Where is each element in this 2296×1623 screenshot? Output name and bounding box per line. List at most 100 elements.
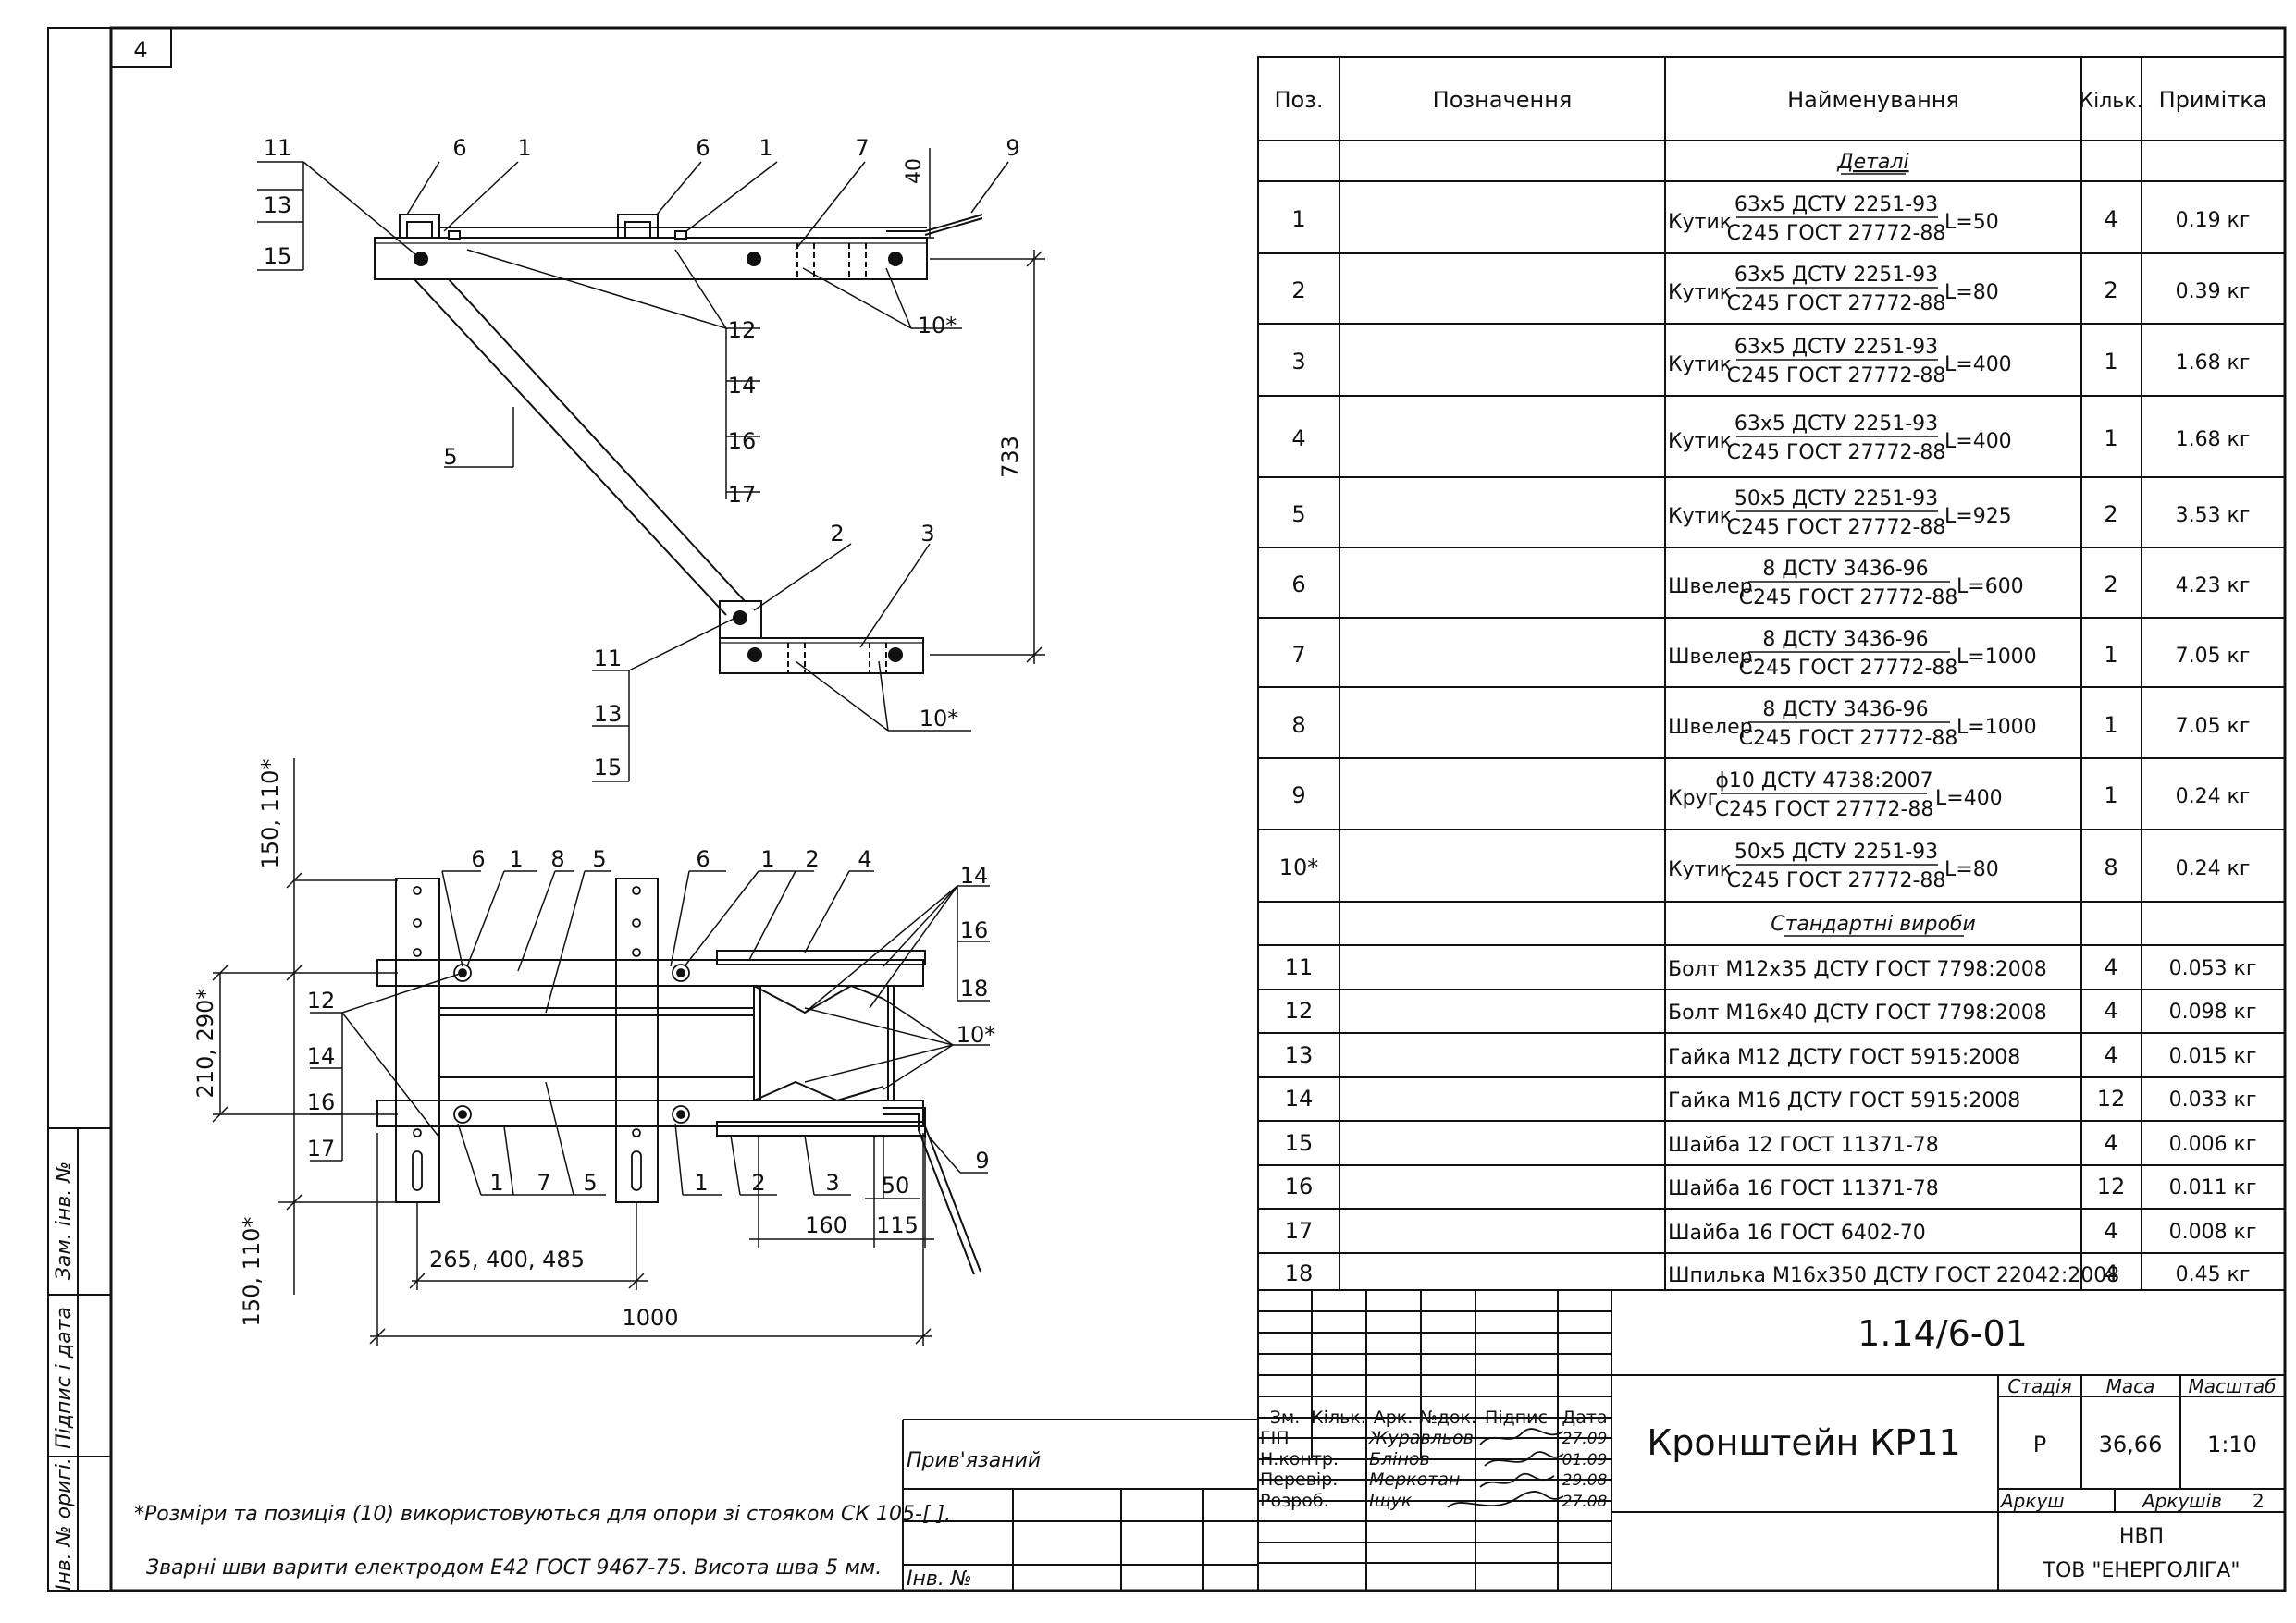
callout: 5	[443, 444, 457, 470]
row-den: С245 ГОСТ 27772-88	[1727, 292, 1946, 315]
role-label: ГІП	[1260, 1428, 1289, 1448]
row-qty: 1	[2104, 642, 2117, 668]
spec-row: 7 Швелер 8 ДСТУ 3436-96 С245 ГОСТ 27772-…	[1291, 628, 2250, 680]
row-prefix: Кутик	[1668, 281, 1732, 304]
callout: 2	[830, 521, 844, 547]
row-mass: 7.05 кг	[2176, 715, 2251, 738]
callout: 5	[592, 846, 606, 872]
tb-mass: 36,66	[2099, 1432, 2163, 1457]
section-details: Деталі	[1836, 151, 1908, 174]
row-den: С245 ГОСТ 27772-88	[1715, 798, 1934, 821]
row-pos: 3	[1291, 349, 1305, 375]
row-mass: 0.053 кг	[2169, 957, 2257, 980]
section-standard: Стандартні вироби	[1771, 913, 1976, 936]
page-number-box	[110, 27, 172, 68]
row-prefix: Кутик	[1668, 858, 1732, 881]
row-name: Болт М12х35 ДСТУ ГОСТ 7798:2008	[1668, 958, 2047, 981]
spec-row: 17 Шайба 16 ГОСТ 6402-70 4 0.008 кг	[1285, 1218, 2257, 1245]
callout: 7	[537, 1170, 550, 1196]
row-pos: 11	[1285, 954, 1314, 980]
tb-role-row: Перевір. Меркотан 29.08	[1260, 1469, 1608, 1490]
row-name: Шпилька М16х350 ДСТУ ГОСТ 22042:2008	[1668, 1264, 2119, 1287]
callout: 13	[594, 701, 623, 727]
row-mass: 0.006 кг	[2169, 1133, 2257, 1156]
callout: 10*	[957, 1022, 996, 1048]
row-pos: 6	[1291, 572, 1305, 597]
row-mass: 0.24 кг	[2176, 785, 2251, 808]
row-length: L=80	[1944, 858, 1999, 881]
tb-org-line1: НВП	[2119, 1525, 2164, 1548]
binding-attached: Прив'язаний	[907, 1449, 1041, 1472]
dim-115: 115	[876, 1212, 919, 1238]
callout: 2	[751, 1170, 765, 1196]
row-pos: 9	[1291, 782, 1305, 808]
spec-row: 4 Кутик 63х5 ДСТУ 2251-93 С245 ГОСТ 2777…	[1291, 412, 2250, 464]
tb-col-change: Зм.	[1270, 1408, 1301, 1428]
callout: 3	[920, 521, 934, 547]
spec-row: 16 Шайба 16 ГОСТ 11371-78 12 0.011 кг	[1285, 1174, 2257, 1200]
callout: 16	[307, 1089, 336, 1115]
row-den: С245 ГОСТ 27772-88	[1727, 364, 1946, 387]
tb-sheets-count: 2	[2253, 1490, 2265, 1512]
callout: 15	[594, 755, 623, 781]
role-date: 27.08	[1562, 1493, 1608, 1511]
callout: 1	[759, 135, 772, 161]
dim-inner-h: 265, 400, 485	[429, 1247, 585, 1273]
row-pos: 8	[1291, 712, 1305, 738]
tb-stage-label: Стадія	[2007, 1375, 2071, 1397]
binding-inv-no: Інв. №	[907, 1568, 972, 1591]
row-num: 50х5 ДСТУ 2251-93	[1734, 487, 1938, 510]
row-qty: 8	[2104, 855, 2117, 880]
row-mass: 0.19 кг	[2176, 209, 2251, 232]
row-den: С245 ГОСТ 27772-88	[1727, 869, 1946, 892]
role-name: Іщук	[1369, 1491, 1413, 1511]
tb-col-sheet: Арк.	[1374, 1408, 1413, 1428]
callout: 17	[307, 1136, 336, 1162]
dim-50: 50	[882, 1173, 910, 1199]
row-prefix: Круг	[1668, 787, 1718, 810]
callout: 1	[760, 846, 774, 872]
tb-sheet-label: Аркуш	[1999, 1490, 2065, 1512]
spec-row: 10* Кутик 50х5 ДСТУ 2251-93 С245 ГОСТ 27…	[1279, 841, 2251, 892]
role-label: Розроб.	[1260, 1491, 1329, 1511]
callout: 9	[1006, 135, 1019, 161]
row-prefix: Швелер	[1668, 646, 1753, 669]
row-mass: 1.68 кг	[2176, 428, 2251, 451]
row-length: L=925	[1944, 505, 2012, 528]
row-mass: 0.033 кг	[2169, 1088, 2257, 1112]
callout: 1	[517, 135, 531, 161]
spec-row: 9 Круг ϕ10 ДСТУ 4738:2007 С245 ГОСТ 2777…	[1291, 769, 2250, 821]
row-den: С245 ГОСТ 27772-88	[1739, 727, 1958, 750]
margin-replace-inv: Зам. інв. №	[53, 1162, 76, 1281]
dim-mid-v: 210, 290*	[192, 989, 218, 1099]
row-mass: 0.24 кг	[2176, 857, 2251, 880]
callout: 14	[307, 1043, 336, 1069]
note-1: *Розміри та позиція (10) використовуютьс…	[134, 1503, 951, 1526]
callout: 6	[452, 135, 466, 161]
spec-row: 6 Швелер 8 ДСТУ 3436-96 С245 ГОСТ 27772-…	[1291, 558, 2250, 609]
page-number: 4	[133, 37, 147, 63]
row-qty: 4	[2104, 206, 2117, 232]
row-den: С245 ГОСТ 27772-88	[1739, 586, 1958, 609]
spec-table-grid	[1257, 56, 2286, 1291]
row-length: L=50	[1944, 211, 1999, 234]
col-header-designation: Позначення	[1433, 87, 1573, 113]
role-name: Меркотан	[1369, 1469, 1460, 1490]
row-pos: 14	[1285, 1086, 1314, 1112]
row-qty: 4	[2104, 954, 2117, 980]
role-label: Перевір.	[1260, 1469, 1338, 1490]
tb-col-date: Дата	[1562, 1408, 1607, 1428]
row-length: L=400	[1944, 430, 2012, 453]
callout: 16	[728, 428, 757, 454]
callout: 2	[805, 846, 819, 872]
side-view	[374, 214, 983, 674]
row-pos: 7	[1291, 642, 1305, 668]
callout: 7	[855, 135, 869, 161]
row-pos: 5	[1291, 501, 1305, 527]
signature-scribbles	[1447, 1428, 1564, 1508]
row-qty: 1	[2104, 425, 2117, 451]
row-prefix: Кутик	[1668, 430, 1732, 453]
margin-signature-date: Підпис і дата	[53, 1307, 76, 1449]
plan-view-leaders-dims	[212, 758, 990, 1346]
side-view-bolts	[414, 230, 903, 662]
